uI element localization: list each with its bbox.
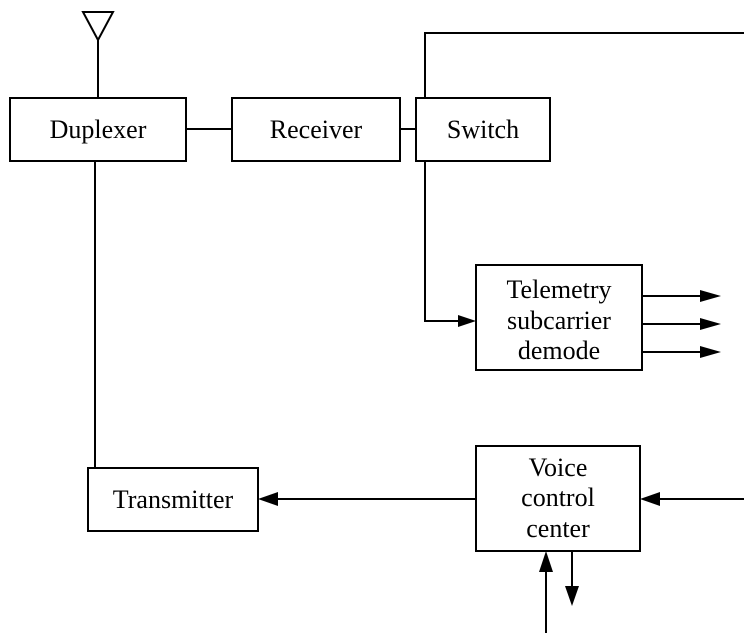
telemetry-label-line-1: Telemetry [506,275,611,304]
voice-control-block: Voice control center [475,445,641,552]
voice-label-line-2: control [521,483,595,512]
wire-switch-telemetry [424,161,463,322]
wire-switch-top-out [424,32,744,98]
duplexer-label: Duplexer [50,115,147,144]
arrowheads [258,290,721,606]
arrow-into-voice-right [640,492,660,506]
connections [94,32,744,633]
receiver-block: Receiver [231,97,401,162]
arrow-telemetry-out-2 [700,318,721,330]
arrow-out-voice-bottom [565,586,579,606]
arrow-into-voice-bottom [539,551,553,572]
arrow-into-transmitter [258,492,278,506]
antenna-icon [81,11,115,98]
voice-label-line-3: center [526,514,590,543]
telemetry-block: Telemetry subcarrier demode [475,264,643,371]
arrow-telemetry-out-3 [700,346,721,358]
telemetry-label-line-2: subcarrier [507,306,611,335]
transmitter-label: Transmitter [113,485,234,514]
switch-block: Switch [415,97,551,162]
voice-label-line-1: Voice [529,453,588,482]
switch-label: Switch [447,115,519,144]
receiver-label: Receiver [270,115,363,144]
transmitter-block: Transmitter [87,467,259,532]
telemetry-label-line-3: demode [518,336,600,365]
duplexer-block: Duplexer [9,97,187,162]
arrow-into-telemetry [458,315,476,327]
arrow-telemetry-out-1 [700,290,721,302]
